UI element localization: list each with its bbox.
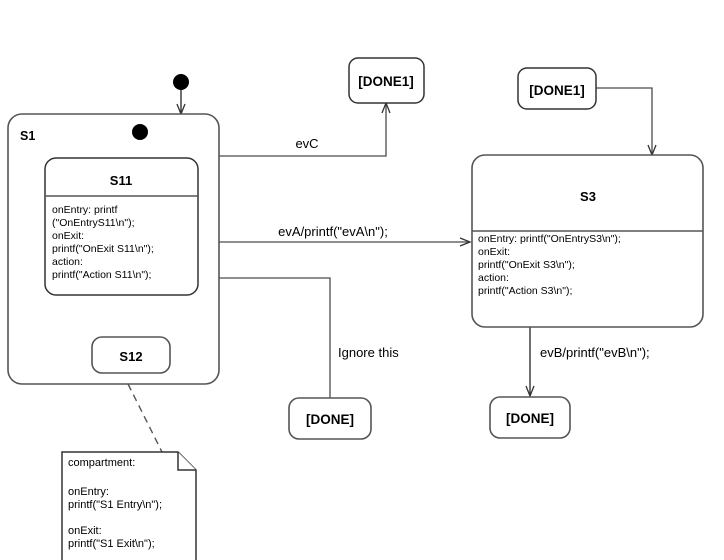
pseudostate-done1-top-box[interactable] xyxy=(348,57,425,104)
transition-evA: evA/printf("evA\n"); xyxy=(198,224,472,247)
transition-evA-label: evA/printf("evA\n"); xyxy=(278,224,388,239)
state-s12-title: S12 xyxy=(119,349,142,364)
transition-done1-to-s3 xyxy=(596,87,657,157)
transition-evB: evB/printf("evB\n"); xyxy=(525,327,650,398)
note-fold-corner-icon xyxy=(177,452,196,471)
pseudostate-done-right-label: [DONE] xyxy=(506,411,554,426)
state-s3-body-line-5: printf("Action S3\n"); xyxy=(478,285,572,297)
pseudostate-done-middle-box[interactable] xyxy=(288,397,372,440)
state-s1-label: S1 xyxy=(20,129,35,143)
state-s11[interactable]: S11 onEntry: printf ("OnEntryS11\n"); on… xyxy=(44,157,199,296)
note-line-1: compartment: xyxy=(68,457,135,469)
state-s3-box[interactable] xyxy=(471,154,704,328)
state-s3-body-line-1: onEntry: printf("OnEntryS3\n"); xyxy=(478,233,621,245)
state-s3-body-line-3: printf("OnExit S3\n"); xyxy=(478,259,575,271)
pseudostate-done1-right[interactable]: [DONE1] xyxy=(517,67,597,110)
state-s11-title: S11 xyxy=(110,173,132,188)
note-s1-compartment-box[interactable] xyxy=(61,451,197,560)
pseudostate-done1-right-box[interactable] xyxy=(517,67,597,110)
pseudostate-done1-top[interactable]: [DONE1] xyxy=(348,57,425,104)
transition-ignore-this: Ignore this xyxy=(203,273,399,398)
transition-ignore-this-label: Ignore this xyxy=(338,345,399,360)
note-line-3: onEntry: xyxy=(68,486,109,498)
state-s3-body-line-2: onExit: xyxy=(478,246,510,258)
pseudostate-done1-top-label: [DONE1] xyxy=(358,74,414,89)
transition-evB-label: evB/printf("evB\n"); xyxy=(540,345,650,360)
initial-pseudostate-outer xyxy=(173,74,189,90)
initial-pseudostate-inner xyxy=(132,124,148,140)
transition-evC-line xyxy=(219,101,391,157)
note-anchor-line xyxy=(127,383,163,453)
state-s11-body-line-5: action: xyxy=(52,256,83,268)
transition-ignore-this-line xyxy=(203,273,331,398)
transition-evC: evC xyxy=(219,101,391,157)
pseudostate-done-right-box[interactable] xyxy=(489,396,571,439)
transition-done1-to-s3-line xyxy=(596,87,657,157)
note-line-4: printf("S1 Entry\n"); xyxy=(68,499,162,511)
note-s1-compartment[interactable]: compartment: onEntry: printf("S1 Entry\n… xyxy=(61,451,197,560)
state-s3-title: S3 xyxy=(580,189,596,204)
state-s3[interactable]: S3 onEntry: printf("OnEntryS3\n"); onExi… xyxy=(471,154,704,328)
state-s11-body-line-2: ("OnEntryS11\n"); xyxy=(52,217,135,229)
pseudostate-done-middle[interactable]: [DONE] xyxy=(288,397,372,440)
pseudostate-done-middle-label: [DONE] xyxy=(306,412,354,427)
pseudostate-done1-right-label: [DONE1] xyxy=(529,83,585,98)
note-line-6: onExit: xyxy=(68,525,102,537)
state-s3-body-line-4: action: xyxy=(478,272,509,284)
note-anchor-link xyxy=(127,383,163,453)
pseudostate-done-right[interactable]: [DONE] xyxy=(489,396,571,439)
state-s12[interactable]: S12 xyxy=(91,336,171,374)
state-s11-body-line-4: printf("OnExit S11\n"); xyxy=(52,243,154,255)
note-line-7: printf("S1 Exit\n"); xyxy=(68,538,155,550)
state-s11-body-line-1: onEntry: printf xyxy=(52,204,117,216)
state-s11-box[interactable] xyxy=(44,157,199,296)
state-s12-box[interactable] xyxy=(91,336,171,374)
transition-evC-label: evC xyxy=(295,136,318,151)
state-s11-body-line-6: printf("Action S11\n"); xyxy=(52,269,151,281)
state-s11-body-line-3: onExit: xyxy=(52,230,84,242)
